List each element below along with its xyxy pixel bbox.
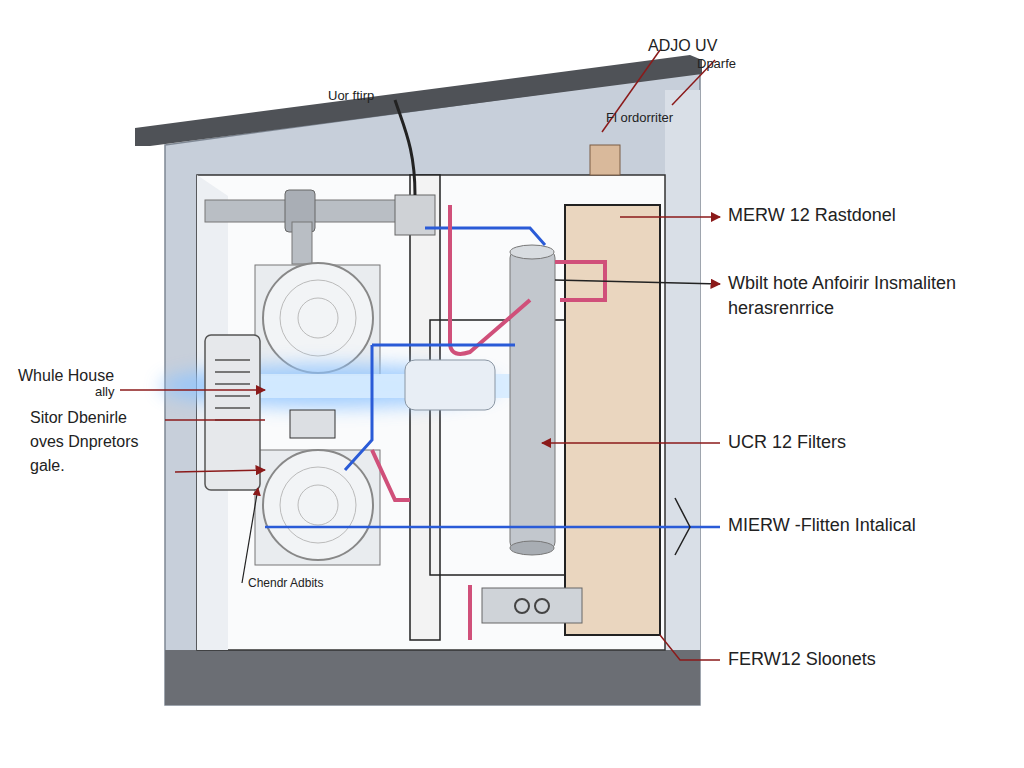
house-wall <box>165 72 700 705</box>
callout-label: Fl ordorriter <box>606 110 673 126</box>
power-cable <box>395 100 415 195</box>
leader-line <box>620 216 720 218</box>
leader-line <box>555 280 720 284</box>
house-floor <box>165 650 700 705</box>
vent-box <box>590 145 620 175</box>
callout-label: UCR 12 Filters <box>728 431 846 453</box>
box-port <box>535 599 549 613</box>
bracket <box>675 498 690 555</box>
fan-ring <box>280 280 356 356</box>
callout-label: Dparfe <box>697 56 736 72</box>
leader-line <box>542 442 720 444</box>
uv-lamp <box>405 360 495 410</box>
air-purifier <box>205 335 260 490</box>
filter-cylinder <box>510 250 555 550</box>
duct-drop <box>292 222 312 264</box>
callout-label: Wbilt hote Anfoirir Insmaliten herasrenr… <box>728 271 1018 321</box>
callout-label: Whule House <box>18 366 114 385</box>
box-port <box>515 599 529 613</box>
leader-line <box>120 389 265 391</box>
control-box <box>290 410 335 438</box>
interior-room <box>197 175 665 650</box>
callout-label: Sitor Dbenirle oves Dnpretors gale. <box>30 406 158 478</box>
cylinder-cap <box>510 245 554 259</box>
leader-line <box>175 470 265 472</box>
callout-label: ally <box>95 384 115 400</box>
drain-box <box>482 588 582 623</box>
callout-label: MIERW -Flitten Intalical <box>728 514 916 536</box>
fan-housing <box>255 450 380 565</box>
fan-hub <box>298 298 338 338</box>
red-pipe <box>450 205 530 354</box>
house-roof <box>135 55 702 146</box>
cylinder-cap <box>510 541 554 555</box>
fan-hub <box>298 485 338 525</box>
filter-cabinet <box>565 205 660 635</box>
fan-ring <box>280 467 356 543</box>
leader-line <box>165 419 265 421</box>
callout-label: FERW12 Sloonets <box>728 648 876 670</box>
callout-label: MERW 12 Rastdonel <box>728 204 896 226</box>
fan-wheel <box>263 450 373 560</box>
callout-label: ADJO UV <box>648 36 717 55</box>
leader-line <box>242 488 258 583</box>
callout-label: Uor ftirp <box>328 88 374 104</box>
red-pipe <box>372 450 470 640</box>
blue-pipe <box>425 228 545 245</box>
wall-edge <box>665 90 700 650</box>
fan-wheel <box>263 263 373 373</box>
blue-pipe <box>265 526 720 529</box>
leader-line <box>660 635 720 660</box>
callout-label: Chendr Adbits <box>248 576 323 590</box>
